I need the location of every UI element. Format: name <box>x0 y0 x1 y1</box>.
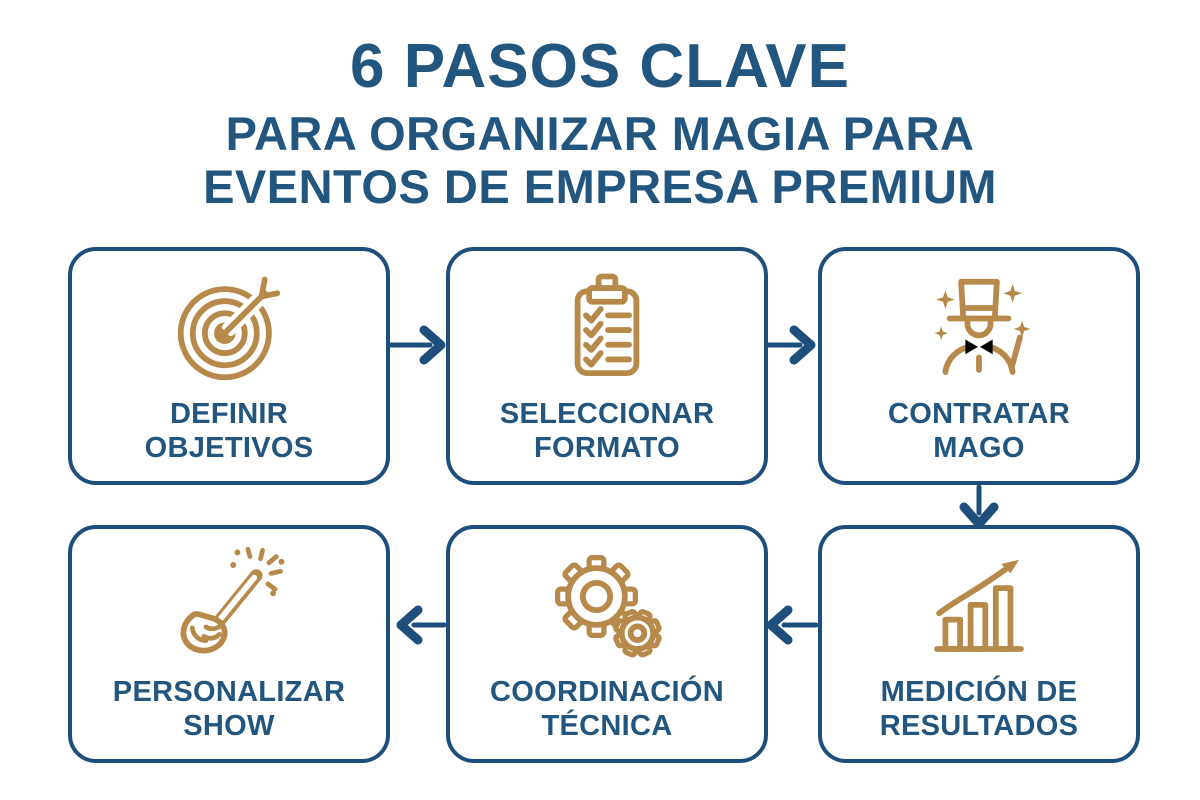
step-box-coordinacion-tecnica: COORDINACIÓN TÉCNICA <box>446 525 768 763</box>
magic-wand-hand-icon <box>180 546 285 654</box>
step-icon-wrap <box>544 541 670 673</box>
gears-icon <box>555 555 662 658</box>
title-line-2: PARA ORGANIZAR MAGIA PARA <box>225 107 975 160</box>
step-icon-wrap <box>916 541 1042 673</box>
step-icon-wrap <box>916 263 1042 395</box>
step-box-contratar-mago: CONTRATAR MAGO <box>818 247 1140 485</box>
target-arrow-icon <box>177 276 281 381</box>
arrow-step4-to-step5 <box>766 605 819 645</box>
magician-icon <box>934 278 1031 375</box>
step-label: DEFINIR OBJETIVOS <box>144 398 314 465</box>
step-icon-wrap <box>166 541 292 673</box>
step-box-definir-objetivos: DEFINIR OBJETIVOS <box>68 247 390 485</box>
step-icon-wrap <box>544 263 670 395</box>
page-title: 6 PASOS CLAVE PARA ORGANIZAR MAGIA PARA … <box>0 36 1200 213</box>
arrow-step5-to-step6 <box>396 605 447 645</box>
title-line-3: EVENTOS DE EMPRESA PREMIUM <box>203 159 997 213</box>
step-box-seleccionar-formato: SELECCIONAR FORMATO <box>446 247 768 485</box>
growth-chart-icon <box>934 559 1024 652</box>
step-label: CONTRATAR MAGO <box>887 398 1071 465</box>
step-icon-wrap <box>166 263 292 395</box>
arrow-step2-to-step3 <box>765 325 816 365</box>
step-label: MEDICIÓN DE RESULTADOS <box>879 676 1079 743</box>
clipboard-checklist-icon <box>574 273 640 376</box>
title-line-1: 6 PASOS CLAVE <box>350 32 850 101</box>
arrow-step3-to-step4 <box>959 484 999 529</box>
step-box-medicion-de-resultados: MEDICIÓN DE RESULTADOS <box>818 525 1140 763</box>
step-label: PERSONALIZAR SHOW <box>112 676 346 743</box>
step-box-personalizar-show: PERSONALIZAR SHOW <box>68 525 390 763</box>
arrow-step1-to-step2 <box>387 325 446 365</box>
step-label: SELECCIONAR FORMATO <box>499 398 715 465</box>
step-label: COORDINACIÓN TÉCNICA <box>490 676 724 743</box>
